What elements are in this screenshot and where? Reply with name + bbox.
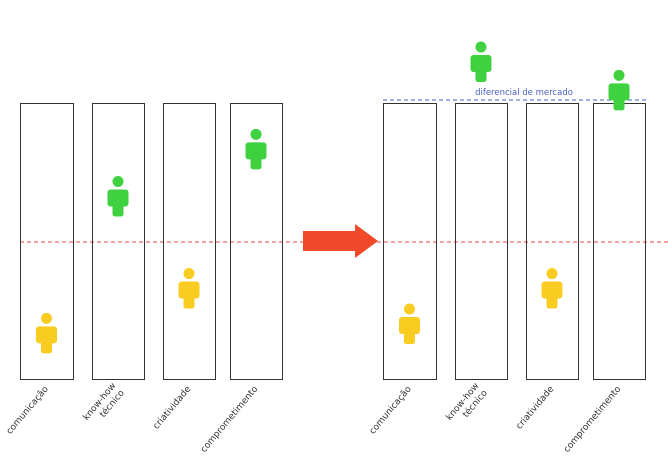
right-person-green-2 — [470, 41, 492, 82]
person-torso — [245, 142, 267, 160]
label-line: comunicação — [368, 384, 414, 436]
left-column-box-3 — [163, 103, 216, 380]
left-column-label-1: comunicação — [5, 384, 51, 436]
label-line: criatividade — [152, 384, 194, 431]
person-head — [475, 41, 487, 53]
person-torso — [470, 55, 492, 72]
right-person-yellow-3 — [541, 268, 563, 309]
right-person-yellow-1 — [399, 303, 420, 344]
left-column-box-1 — [20, 103, 74, 380]
label-line: criatividade — [515, 384, 557, 431]
person-legs — [112, 202, 124, 217]
person-head — [112, 176, 124, 188]
person-torso — [608, 83, 630, 101]
left-person-green-4 — [245, 128, 267, 170]
transition-arrow-icon — [303, 224, 378, 258]
label-line: comunicação — [5, 384, 51, 436]
right-column-box-1 — [383, 103, 437, 380]
right-column-box-3 — [526, 103, 579, 380]
person-head — [250, 128, 262, 140]
label-line: comprometimento — [562, 384, 624, 455]
person-torso — [36, 326, 57, 344]
right-person-green-4 — [608, 69, 630, 111]
right-column-label-4: comprometimento — [562, 384, 624, 455]
person-head — [546, 268, 558, 280]
left-column-label-2: know-howtécnico — [81, 381, 127, 430]
person-legs — [183, 294, 195, 309]
person-torso — [541, 281, 563, 299]
left-column-label-4: comprometimento — [199, 384, 261, 455]
person-head — [183, 268, 195, 280]
person-torso — [107, 189, 129, 207]
label-line: comprometimento — [199, 384, 261, 455]
person-torso — [178, 281, 200, 299]
person-torso — [399, 316, 420, 334]
left-person-green-2 — [107, 176, 129, 217]
person-legs — [475, 68, 487, 82]
person-legs — [546, 294, 558, 309]
market-differential-label: diferencial de mercado — [475, 88, 573, 98]
left-column-label-3: criatividade — [152, 384, 194, 431]
right-column-label-1: comunicação — [368, 384, 414, 436]
left-person-yellow-3 — [178, 268, 200, 309]
person-legs — [250, 155, 262, 170]
left-column-box-4 — [230, 103, 283, 380]
person-head — [613, 69, 625, 81]
person-head — [404, 303, 415, 315]
person-head — [41, 312, 52, 324]
person-legs — [404, 329, 415, 344]
right-column-label-3: criatividade — [515, 384, 557, 431]
right-column-label-2: know-howtécnico — [444, 381, 490, 430]
person-legs — [41, 339, 52, 354]
right-column-box-2 — [455, 103, 508, 380]
left-person-yellow-1 — [36, 312, 57, 354]
left-column-box-2 — [92, 103, 145, 380]
person-legs — [613, 96, 625, 111]
